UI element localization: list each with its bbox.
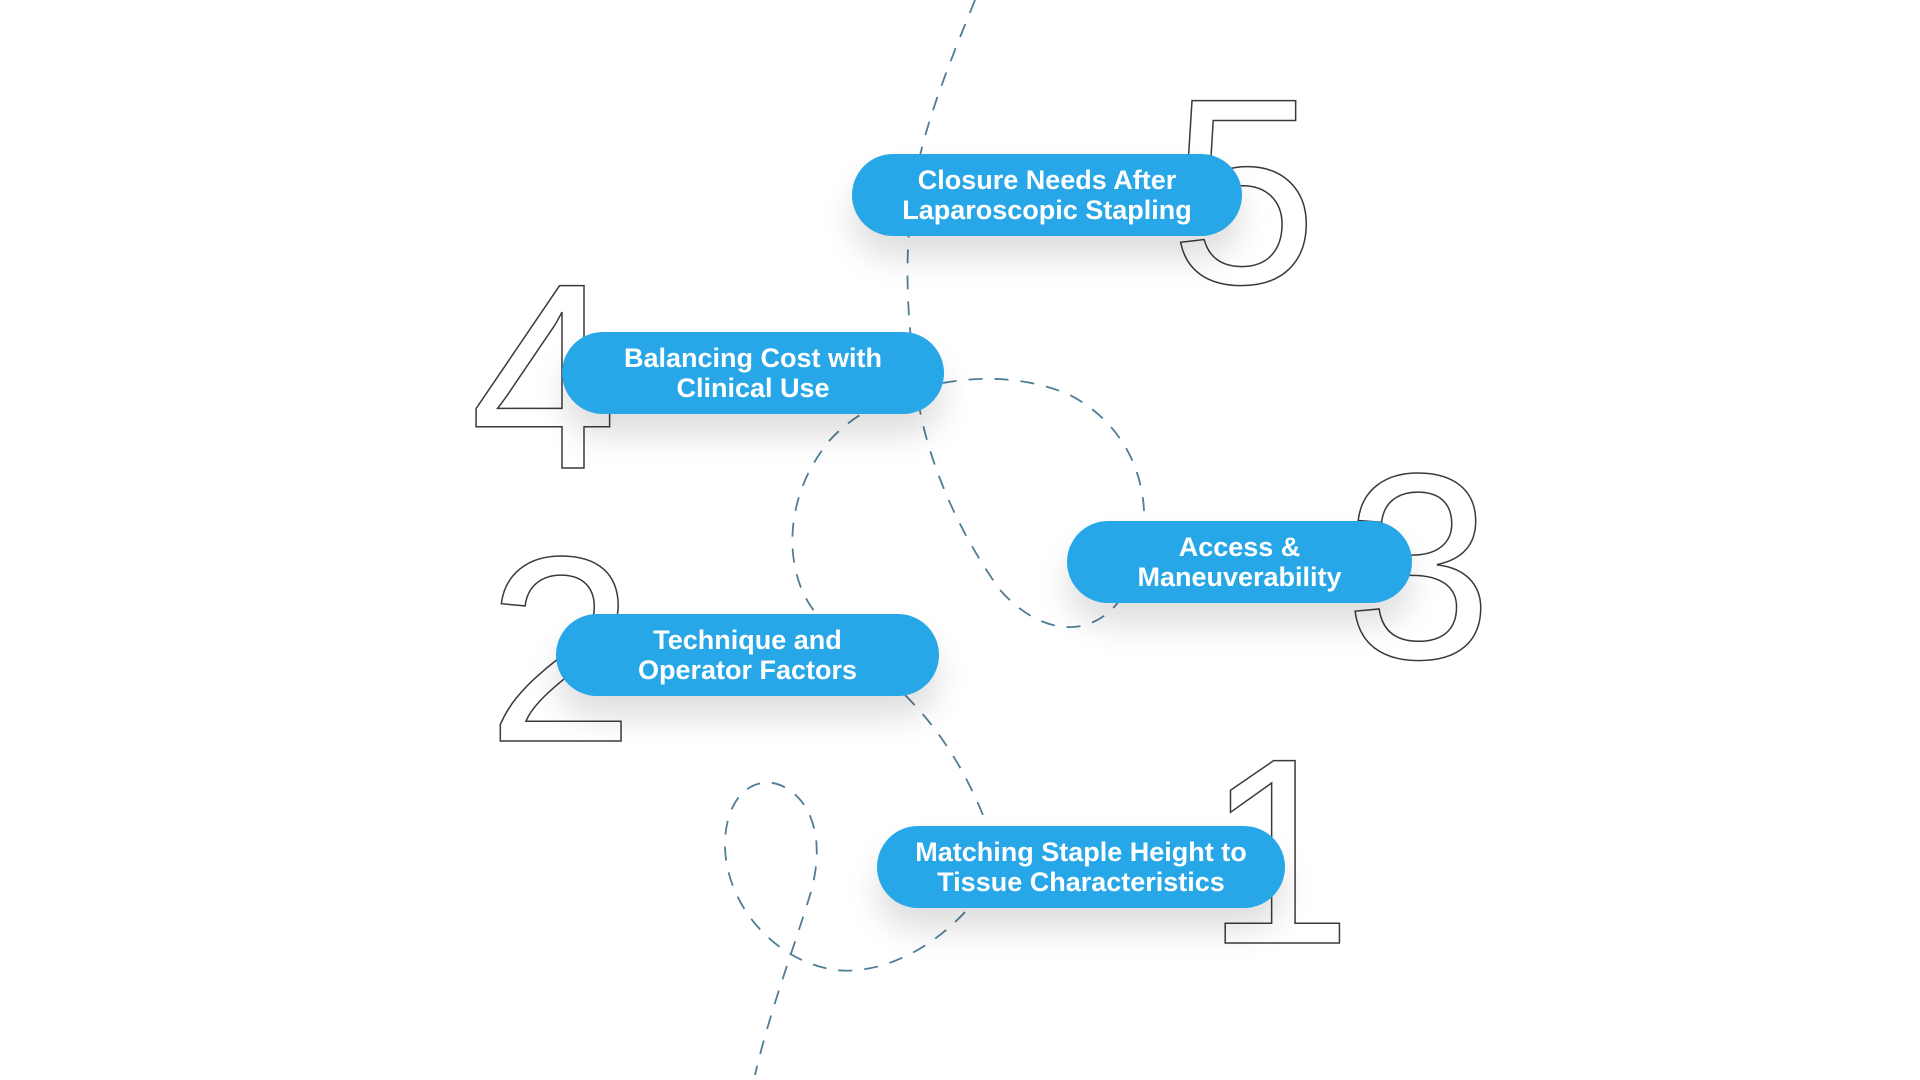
step-1-pill[interactable]: Matching Staple Height to Tissue Charact…: [877, 826, 1285, 908]
dashed-loop-upper: [791, 374, 1145, 629]
step-1-label-line1: Matching Staple Height to: [915, 837, 1247, 867]
step-3-pill[interactable]: Access & Maneuverability: [1067, 521, 1412, 603]
step-4-label-line1: Balancing Cost with: [623, 343, 883, 373]
step-5-label-line1: Closure Needs After: [917, 165, 1177, 195]
step-2-label-line2: Operator Factors: [637, 655, 858, 685]
step-2-pill[interactable]: Technique and Operator Factors: [556, 614, 939, 696]
step-1-label-line2: Tissue Characteristics: [937, 867, 1225, 897]
dashed-path-middle: [904, 694, 986, 821]
step-5-pill[interactable]: Closure Needs After Laparoscopic Staplin…: [852, 154, 1242, 236]
step-2-label-line1: Technique and: [653, 625, 842, 655]
step-5-label-line2: Laparoscopic Stapling: [902, 195, 1192, 225]
step-4-pill[interactable]: Balancing Cost with Clinical Use: [562, 332, 944, 414]
dashed-loop-lower: [724, 781, 966, 1076]
step-3-label-line1: Access &: [1178, 532, 1301, 562]
step-3-label-line2: Maneuverability: [1137, 562, 1342, 592]
step-4-label-line2: Clinical Use: [676, 373, 830, 403]
